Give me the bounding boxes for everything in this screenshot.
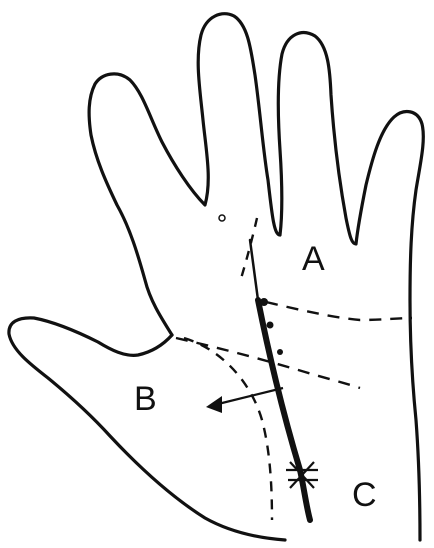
marker-dot-3 [277,349,283,355]
small-circle-marker [219,215,225,221]
arrow-shaft [218,388,283,404]
dashed-curve-thenar [184,338,272,520]
region-label-c: C [352,478,377,512]
thumb-outline [9,318,285,540]
marker-dot-1 [260,298,268,306]
marker-dot-2 [267,322,274,329]
incision-line-thin [250,240,258,300]
dashed-line-horizontal [266,302,412,320]
region-label-a: A [302,242,325,276]
incision-line [258,300,310,520]
arrow-head-icon [206,396,222,413]
hand-outline [89,14,423,540]
region-label-b: B [134,382,157,416]
